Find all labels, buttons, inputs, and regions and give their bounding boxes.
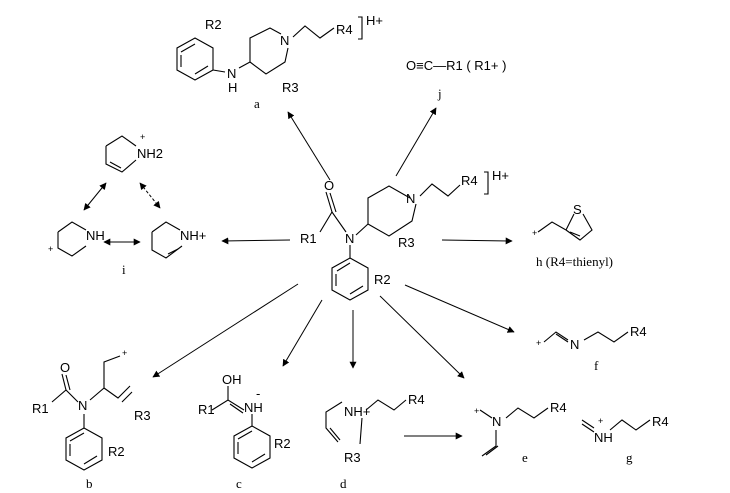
j-acylium-text: O≡C—R1 ( R1+ ) (406, 58, 506, 73)
fragment-e: + N R4 e (474, 400, 567, 465)
d-r3-label: R3 (344, 450, 361, 465)
arrow-to-j (395, 107, 437, 177)
parent-piperidine-nitrogen-label: N (406, 191, 415, 206)
j-label: j (437, 86, 442, 101)
i-left-plus: + (48, 244, 53, 254)
e-r4-label: R4 (550, 400, 567, 415)
g-nh-label: NH (594, 430, 613, 445)
a-label: a (254, 96, 260, 111)
e-label: e (522, 450, 528, 465)
fragment-d: NH+ R4 R3 d (325, 392, 425, 491)
a-nh-hydrogen-label: H (228, 80, 237, 95)
b-r1-label: R1 (32, 401, 49, 416)
b-plus: + (122, 348, 127, 358)
i-left-nh-label: NH (86, 228, 105, 243)
b-nitrogen-label: N (78, 398, 87, 413)
c-r1-label: R1 (198, 402, 215, 417)
e-plus: + (474, 406, 479, 416)
arrow-to-a (287, 111, 331, 181)
h-sulfur-label: S (573, 202, 582, 217)
f-plus: + (536, 338, 541, 348)
f-label: f (594, 358, 599, 373)
g-label: g (626, 450, 633, 465)
parent-h-plus-label: H+ (492, 168, 509, 183)
f-r4-label: R4 (630, 324, 647, 339)
arrow-i-top-right (139, 182, 161, 209)
a-piperidine-nitrogen-label: N (280, 33, 289, 48)
parent-r3-label: R3 (398, 235, 415, 250)
c-label: c (236, 476, 242, 491)
a-nh-nitrogen-label: N (227, 66, 236, 81)
d-label: d (340, 476, 347, 491)
fragment-b: O R1 N + R3 R2 b (32, 348, 151, 491)
parent-amide-nitrogen-label: N (345, 231, 354, 246)
i-label: i (122, 262, 126, 277)
parent-oxygen-label: O (324, 178, 334, 193)
arrow-to-e (379, 295, 465, 379)
f-nitrogen-label: N (570, 337, 579, 352)
b-label: b (86, 476, 93, 491)
reaction-arrows (83, 107, 515, 440)
b-r3-label: R3 (134, 408, 151, 423)
a-r4-label: R4 (336, 22, 353, 37)
fragment-f: + N R4 f (536, 324, 647, 373)
c-oh-label: OH (222, 372, 242, 387)
fragment-g: NH + R4 g (581, 414, 669, 465)
arrow-to-h (441, 237, 513, 245)
parent-r4-label: R4 (461, 173, 478, 188)
i-top-nh2-label: NH2 (137, 146, 163, 161)
parent-r1-label: R1 (300, 231, 317, 246)
c-r2-label: R2 (274, 436, 291, 451)
i-right-nh-plus-label: NH+ (180, 228, 206, 243)
fragment-c: OH R1 NH - R2 c (198, 372, 291, 491)
parent-r2-label: R2 (374, 272, 391, 287)
i-top-plus: + (140, 132, 145, 142)
g-r4-label: R4 (652, 414, 669, 429)
arrow-i-top-left (83, 182, 107, 211)
arrow-to-b (152, 283, 299, 378)
arrow-to-c (282, 299, 323, 367)
a-h-plus-label: H+ (366, 13, 383, 28)
arrow-to-i (221, 237, 291, 245)
fragment-a: R2 N H N R3 R4 H+ a (176, 13, 383, 111)
d-r4-label: R4 (408, 392, 425, 407)
h-label: h (R4=thienyl) (536, 254, 613, 269)
h-plus: + (532, 228, 537, 238)
d-nh-plus-label: NH+ (344, 404, 370, 419)
e-nitrogen-label: N (492, 414, 501, 429)
c-nh-label: NH (244, 400, 263, 415)
b-r2-label: R2 (108, 444, 125, 459)
a-r3-label: R3 (282, 80, 299, 95)
fragment-j: O≡C—R1 ( R1+ ) j (406, 58, 506, 101)
fragment-h: + S h (R4=thienyl) (532, 202, 613, 269)
arrow-to-f (404, 284, 515, 333)
a-r2-label: R2 (205, 17, 222, 32)
fragment-i: NH2 + NH + NH+ i (48, 132, 206, 277)
b-oxygen-label: O (60, 360, 70, 375)
c-minus: - (256, 386, 260, 401)
parent-ion-structure: R1 O N N R3 R4 H+ R2 (300, 168, 509, 301)
g-plus: + (598, 416, 603, 426)
